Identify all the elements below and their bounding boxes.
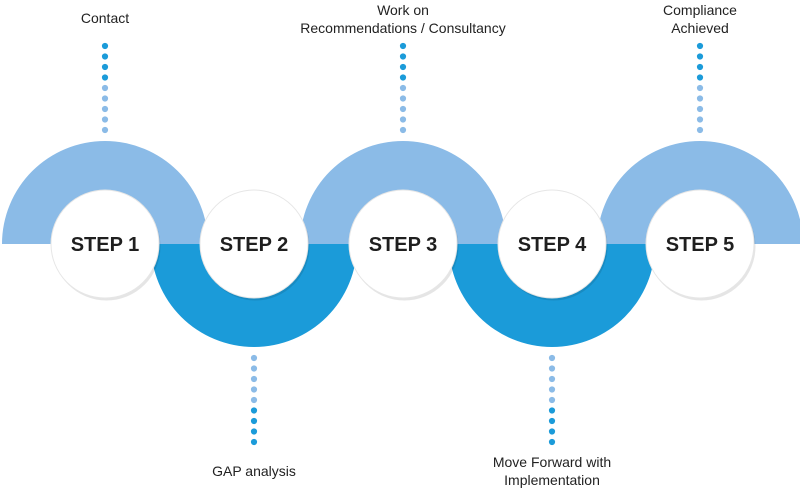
connector-dots xyxy=(101,42,109,134)
step-label: STEP 4 xyxy=(518,234,587,256)
connector-dot xyxy=(250,417,258,425)
connector-dot xyxy=(101,116,109,123)
connector-dot xyxy=(696,42,704,50)
connector-dot xyxy=(250,428,258,435)
step-1-caption: Contact xyxy=(81,10,129,26)
caption-line: Compliance xyxy=(663,2,737,18)
caption-line: GAP analysis xyxy=(212,463,296,479)
connector-dot xyxy=(696,63,704,71)
connector-dots xyxy=(399,42,407,134)
connector-dots xyxy=(250,354,258,446)
connector-dot xyxy=(399,126,407,134)
connector-dot xyxy=(548,396,556,404)
connector-dot xyxy=(250,438,258,446)
step-label: STEP 3 xyxy=(369,234,438,256)
caption-line: Move Forward with xyxy=(493,454,611,470)
connector-dot xyxy=(250,354,258,362)
connector-dot xyxy=(250,407,258,414)
connector-dot xyxy=(399,95,407,102)
caption-line: Recommendations / Consultancy xyxy=(300,20,505,36)
connector-dot xyxy=(548,354,556,362)
dotted-connectors xyxy=(101,42,704,446)
caption-line: Implementation xyxy=(504,472,600,488)
connector-dot xyxy=(696,116,704,123)
connector-dot xyxy=(696,74,704,81)
connector-dot xyxy=(548,375,556,383)
connector-dot xyxy=(250,386,258,393)
connector-dot xyxy=(399,116,407,123)
connector-dot xyxy=(101,63,109,71)
step-2-caption: GAP analysis xyxy=(212,463,296,479)
connector-dot xyxy=(548,407,556,414)
step-circle xyxy=(645,189,755,299)
connector-dot xyxy=(696,126,704,134)
connector-dot xyxy=(696,105,704,113)
step-circle xyxy=(50,189,160,299)
connector-dot xyxy=(696,53,704,60)
connector-dot xyxy=(101,53,109,60)
caption-line: Contact xyxy=(81,10,129,26)
step-label: STEP 5 xyxy=(666,234,735,256)
connector-dot xyxy=(399,84,407,92)
step-circle xyxy=(199,189,309,299)
step-label: STEP 2 xyxy=(220,234,289,256)
step-4-node: STEP 4 xyxy=(497,189,608,301)
step-circle xyxy=(348,189,458,299)
connector-dot xyxy=(548,438,556,446)
connector-dot xyxy=(250,365,258,372)
connector-dot xyxy=(399,53,407,60)
connector-dot xyxy=(399,63,407,71)
step-circles: STEP 1 STEP 2 STEP 3 STEP 4 STEP 5 xyxy=(50,189,756,301)
connector-dot xyxy=(399,42,407,50)
step-3-caption: Work on Recommendations / Consultancy xyxy=(300,2,505,36)
connector-dot xyxy=(101,105,109,113)
connector-dot xyxy=(250,375,258,383)
connector-dot xyxy=(101,42,109,50)
step-label: STEP 1 xyxy=(71,234,140,256)
connector-dot xyxy=(101,74,109,81)
connector-dots xyxy=(696,42,704,134)
connector-dot xyxy=(548,428,556,435)
caption-line: Achieved xyxy=(671,20,729,36)
step-5-node: STEP 5 xyxy=(645,189,756,301)
connector-dot xyxy=(696,84,704,92)
connector-dot xyxy=(101,95,109,102)
connector-dot xyxy=(101,126,109,134)
connector-dot xyxy=(548,386,556,393)
step-3-node: STEP 3 xyxy=(348,189,459,301)
step-2-node: STEP 2 xyxy=(199,189,310,301)
connector-dots xyxy=(548,354,556,446)
connector-dot xyxy=(696,95,704,102)
connector-dot xyxy=(548,417,556,425)
connector-dot xyxy=(399,74,407,81)
step-1-node: STEP 1 xyxy=(50,189,161,301)
step-circle xyxy=(497,189,607,299)
connector-dot xyxy=(399,105,407,113)
connector-dot xyxy=(101,84,109,92)
connector-dot xyxy=(548,365,556,372)
caption-line: Work on xyxy=(377,2,429,18)
connector-dot xyxy=(250,396,258,404)
